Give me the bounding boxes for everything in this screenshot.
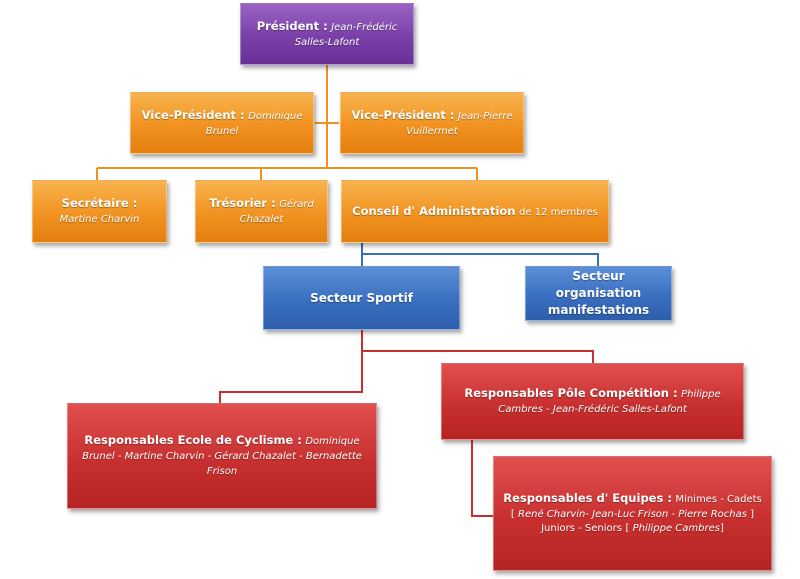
equipes-role: Responsables d' Equipes : (503, 490, 672, 505)
equipes-cat1: Minimes - Cadets (675, 493, 762, 505)
ecole-box: Responsables Ecole de Cyclisme : Dominiq… (67, 403, 377, 509)
vice-president-2-box: Vice-Président : Jean-Pierre Vuillermet (340, 92, 524, 154)
blue-connectors (361, 243, 599, 266)
conseil-detail: de 12 membres (518, 206, 598, 218)
secteur-sportif-box: Secteur Sportif (263, 266, 460, 330)
equipes-bracket-close-2: ] (719, 523, 724, 535)
equipes-bracket-open-2: [ (625, 523, 633, 535)
competition-role: Responsables Pôle Compétition : (464, 386, 678, 401)
president-name: Jean-Frédéric Salles-Lafont (294, 21, 398, 48)
connector-sportif-ecole (219, 351, 363, 403)
tresorier-name: Gérard Chazalet (239, 199, 314, 225)
president-box: Président : Jean-Frédéric Salles-Lafont (240, 3, 414, 65)
equipes-bracket-open-1: [ (510, 508, 519, 520)
equipes-bracket-close-1: ] (746, 508, 755, 520)
ecole-names: Dominique Brunel - Martine Charvin - Gér… (82, 436, 362, 477)
secretaire-box: Secrétaire : Martine Charvin (32, 180, 167, 243)
equipes-cat2: Juniors - Seniors (541, 523, 622, 535)
connector-conseil-sectors (361, 243, 599, 266)
vp1-role: Vice-Président : (141, 107, 245, 122)
vp2-role: Vice-Président : (351, 107, 455, 122)
orange-connectors (96, 65, 478, 180)
secretaire-name: Martine Charvin (59, 214, 140, 225)
ecole-role: Responsables Ecole de Cyclisme : (84, 433, 302, 448)
conseil-box: Conseil d' Administration de 12 membres (341, 180, 609, 243)
secteur-organisation-label: Secteur organisation manifestations (547, 269, 650, 317)
connector-sportif-competition (361, 330, 594, 363)
tresorier-role: Trésorier : (209, 196, 276, 211)
secretaire-role: Secrétaire : (61, 196, 138, 211)
equipes-box: Responsables d' Equipes : Minimes - Cade… (493, 456, 772, 571)
tresorier-box: Trésorier : Gérard Chazalet (195, 180, 328, 243)
competition-box: Responsables Pôle Compétition : Philippe… (441, 363, 744, 440)
conseil-role: Conseil d' Administration (352, 203, 516, 218)
equipes-names1: René Charvin- Jean-Luc Frison - Pierre R… (518, 508, 747, 520)
secteur-sportif-label: Secteur Sportif (310, 290, 413, 305)
president-role: Président : (256, 18, 328, 33)
equipes-names2: Philippe Cambres (632, 523, 720, 535)
vp1-name: Dominique Brunel (205, 110, 303, 137)
red-connectors (219, 330, 594, 517)
vice-president-1-box: Vice-Président : Dominique Brunel (130, 92, 314, 154)
secteur-organisation-box: Secteur organisation manifestations (525, 266, 672, 321)
connector-competition-equipes (471, 440, 493, 517)
vp2-name: Jean-Pierre Vuillermet (406, 110, 513, 137)
competition-names: Philippe Cambres - Jean-Frédéric Salles-… (498, 389, 721, 415)
